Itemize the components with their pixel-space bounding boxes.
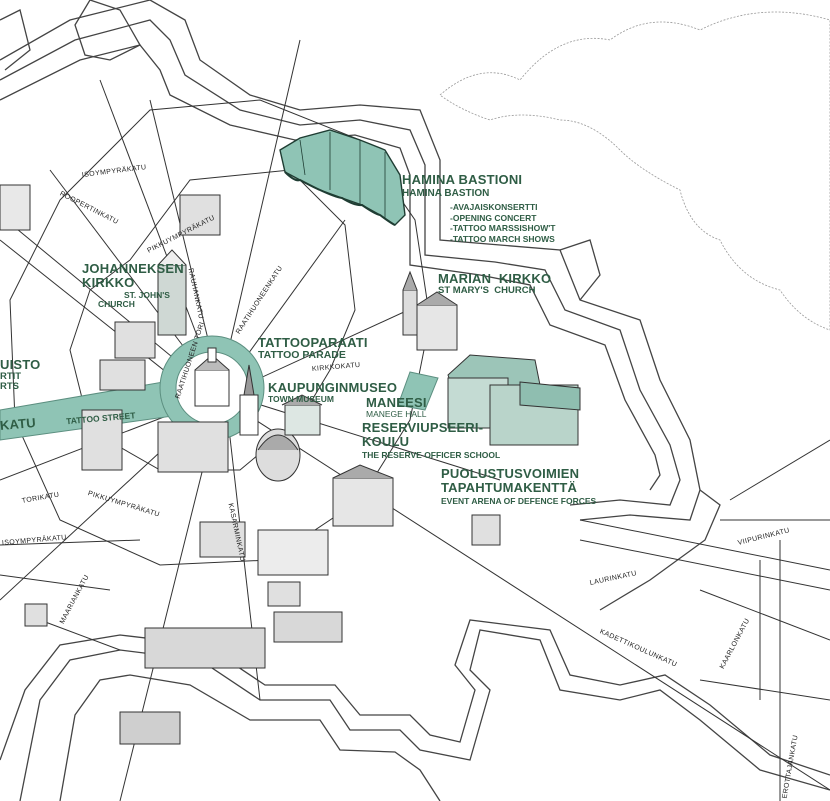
manege-label: MANEESI MANEGE HALL bbox=[366, 396, 427, 419]
manege-subtitle: MANEGE HALL bbox=[366, 408, 427, 419]
coastline bbox=[439, 11, 830, 331]
event-arena-title-2: TAPAHTUMAKENTTÄ bbox=[441, 479, 578, 495]
tattoo-parade-label: TATTOOPARAATI TATTOO PARADE bbox=[258, 336, 368, 361]
st-johns-title-2: KIRKKO bbox=[82, 274, 135, 290]
st-johns-sub-2: CHURCH bbox=[98, 299, 135, 310]
hamina-bastion-title: HAMINA BASTIONI bbox=[402, 172, 523, 187]
st-marys-subtitle: ST MARY'S CHURCH bbox=[438, 284, 536, 296]
tattoo-street-english: TATTOO STREET bbox=[65, 410, 136, 427]
town-museum-subtitle: TOWN MUSEUM bbox=[268, 393, 334, 404]
hamina-bastion-events: -AVAJAISKONSERTTI -OPENING CONCERT -TATT… bbox=[450, 202, 555, 245]
manege-title: MANEESI bbox=[366, 395, 427, 410]
officer-school-label: RESERVIUPSEERI- KOULU THE RESERVE OFFICE… bbox=[362, 421, 500, 460]
tattoo-parade-subtitle: TATTOO PARADE bbox=[258, 348, 346, 361]
left-cut-label: UISTO RTIT RTS bbox=[0, 358, 41, 392]
st-marys-label: MARIAN KIRKKO ST MARY'S CHURCH bbox=[438, 272, 551, 296]
town-museum-label: KAUPUNGINMUSEO TOWN MUSEUM bbox=[268, 381, 397, 404]
officer-school-title-1: RESERVIUPSEERI- bbox=[362, 420, 484, 435]
left-cut-line-1: UISTO bbox=[0, 357, 41, 372]
officer-school-subtitle: THE RESERVE OFFICER SCHOOL bbox=[362, 450, 501, 461]
st-marys-title: MARIAN KIRKKO bbox=[438, 271, 552, 286]
left-cut-line-2: RTIT bbox=[0, 370, 22, 382]
event-arena-title-1: PUOLUSTUSVOIMIEN bbox=[441, 466, 580, 481]
event-line: -TATTOO MARSSISHOW'T bbox=[450, 223, 556, 234]
event-line: -OPENING CONCERT bbox=[450, 212, 537, 223]
st-johns-title-1: JOHANNEKSEN bbox=[82, 261, 184, 276]
event-arena-subtitle: EVENT ARENA OF DEFENCE FORCES bbox=[441, 496, 597, 507]
town-museum-title: KAUPUNGINMUSEO bbox=[268, 380, 398, 395]
bastion-tent bbox=[279, 129, 406, 226]
officer-school-title-2: KOULU bbox=[362, 433, 410, 449]
left-cut-line-3: RTS bbox=[0, 380, 19, 392]
tattoo-parade-title: TATTOOPARAATI bbox=[258, 335, 368, 350]
st-johns-sub-1: ST. JOHN'S bbox=[124, 290, 170, 301]
tattoo-street-finnish: KATU bbox=[0, 414, 37, 433]
st-johns-label: JOHANNEKSEN KIRKKO ST. JOHN'S CHURCH bbox=[82, 262, 184, 309]
hamina-bastion-label: HAMINA BASTIONI HAMINA BASTION -AVAJAISK… bbox=[402, 173, 555, 245]
buildings bbox=[0, 184, 581, 745]
event-line: -TATTOO MARCH SHOWS bbox=[450, 234, 555, 245]
event-line: -AVAJAISKONSERTTI bbox=[450, 202, 538, 213]
hamina-bastion-subtitle: HAMINA BASTION bbox=[402, 187, 490, 199]
event-arena-label: PUOLUSTUSVOIMIEN TAPAHTUMAKENTTÄ EVENT A… bbox=[441, 467, 596, 506]
